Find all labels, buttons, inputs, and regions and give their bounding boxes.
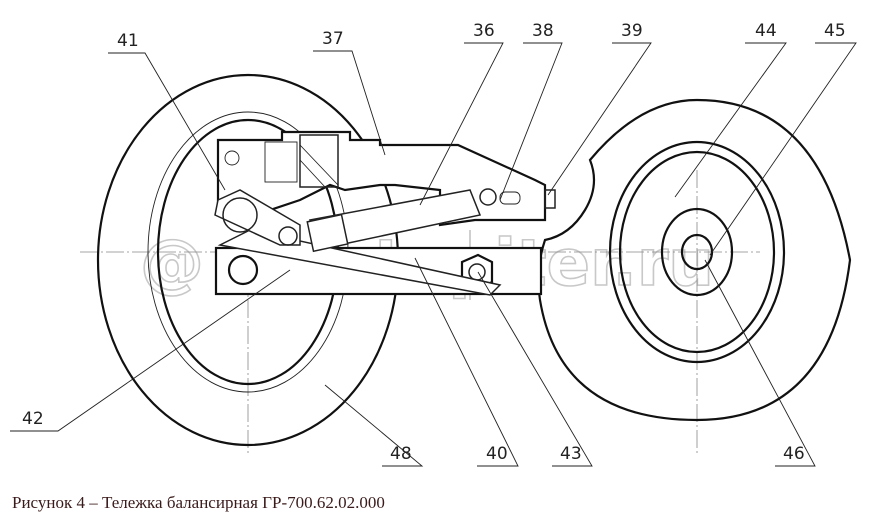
- leader-46: [704, 259, 816, 467]
- leader-48: [324, 384, 424, 467]
- callout-48: 48: [390, 444, 412, 464]
- callout-39: 39: [621, 21, 643, 41]
- right-tire: [537, 98, 852, 422]
- leader-40: [414, 257, 519, 467]
- housing-pivot-hole: [224, 150, 240, 166]
- link-arm-pin: [278, 226, 298, 246]
- leader-lines: [10, 42, 857, 467]
- leader-44: [674, 42, 787, 198]
- right-hub: [660, 207, 734, 297]
- hatch-2: [299, 159, 326, 188]
- right-wheel: [537, 98, 852, 422]
- callout-43: 43: [560, 444, 582, 464]
- leader-41: [108, 52, 226, 191]
- right-rim-inner: [618, 150, 776, 354]
- pin-38: [479, 188, 497, 206]
- callout-40: 40: [486, 444, 508, 464]
- pin-assembly: [479, 188, 556, 209]
- callout-46: 46: [783, 444, 805, 464]
- housing-window-left: [264, 141, 298, 183]
- callout-44: 44: [755, 21, 777, 41]
- link-arm-round: [222, 197, 258, 233]
- callout-45: 45: [824, 21, 846, 41]
- watermark-symbol: @: [140, 227, 204, 301]
- hatch-1: [299, 144, 339, 186]
- housing-hatched-block: [299, 134, 339, 188]
- callout-41: 41: [117, 31, 139, 51]
- pin-slot: [499, 191, 521, 205]
- leader-45: [709, 42, 857, 256]
- callout-42: 42: [22, 409, 44, 429]
- leader-39: [547, 42, 652, 196]
- callout-labels: 41 37 36 38 39 44 45 42 48 40 43 46: [22, 21, 846, 464]
- callout-37: 37: [322, 29, 344, 49]
- rod-sleeve: [306, 213, 349, 253]
- rod-36: [306, 189, 482, 253]
- callout-38: 38: [532, 21, 554, 41]
- leader-37: [313, 50, 386, 156]
- nut-39: [544, 189, 556, 209]
- right-rim-outer: [608, 140, 786, 364]
- callout-36: 36: [473, 21, 495, 41]
- lever-40: [217, 229, 502, 296]
- beam-left-bolt: [227, 254, 259, 286]
- leader-42: [10, 269, 291, 432]
- leader-36: [419, 42, 504, 206]
- figure-caption: Рисунок 4 – Тележка балансирная ГР-700.6…: [12, 493, 385, 512]
- leader-38: [499, 42, 563, 201]
- link-arm-41: [214, 189, 301, 246]
- leader-43: [477, 271, 593, 467]
